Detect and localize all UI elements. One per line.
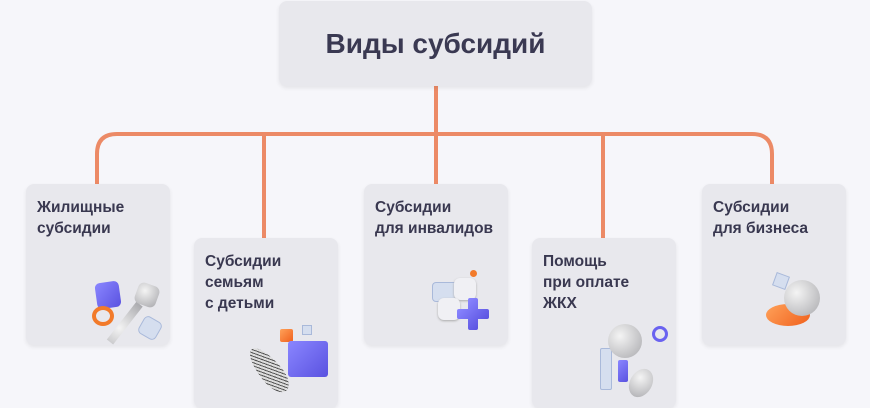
feather-cube-icon xyxy=(243,323,334,398)
card-label: Помощь при оплате ЖКХ xyxy=(543,253,630,312)
plus-hexagon-icon xyxy=(430,268,500,338)
key-icon xyxy=(90,276,170,346)
card-label: Субсидии семьям с детьми xyxy=(205,253,282,312)
card-housing-subsidies: Жилищные субсидии xyxy=(26,184,170,345)
card-disability-subsidies: Субсидии для инвалидов xyxy=(364,184,508,345)
coin-icon xyxy=(764,268,840,338)
coins-icon xyxy=(594,320,674,402)
card-label: Жилищные субсидии xyxy=(37,199,125,237)
card-label: Субсидии для инвалидов xyxy=(375,199,494,237)
card-family-subsidies: Субсидии семьям с детьми xyxy=(194,238,338,408)
card-business-subsidies: Субсидии для бизнеса xyxy=(702,184,846,345)
diagram-title: Виды субсидий xyxy=(279,1,592,86)
card-label: Субсидии для бизнеса xyxy=(713,199,809,237)
card-utilities-help: Помощь при оплате ЖКХ xyxy=(532,238,676,408)
